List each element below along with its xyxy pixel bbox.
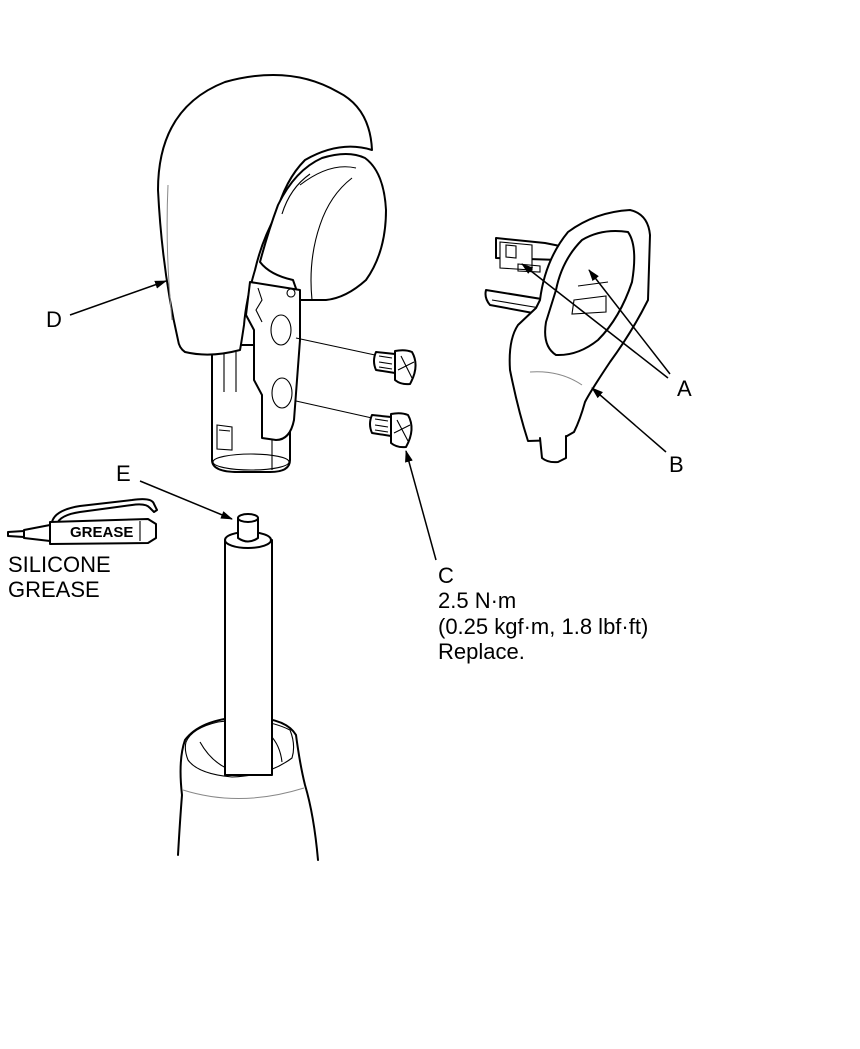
grease-label-line1: SILICONE [8, 552, 111, 577]
shift-lever [177, 513, 319, 861]
leader-d [69, 280, 167, 316]
replace-note: Replace. [438, 639, 525, 664]
callout-d: D [46, 307, 62, 332]
grease-label-line2: GREASE [8, 577, 100, 602]
torque-value: 2.5 N·m [438, 588, 516, 613]
screws [295, 337, 417, 449]
callout-e: E [116, 461, 131, 486]
callout-c: C [438, 563, 454, 588]
leader-b [591, 387, 667, 453]
screw-upper [373, 349, 417, 386]
shift-knob [157, 73, 387, 473]
leader-a-1 [521, 263, 669, 379]
shift-button [484, 209, 651, 464]
leader-c [405, 450, 437, 561]
callout-a: A [677, 376, 692, 401]
grease-tube-label: GREASE [70, 524, 133, 541]
screw-lower [369, 412, 413, 449]
leader-e [139, 480, 233, 520]
grease-tube-icon: GREASE [7, 498, 158, 545]
callout-b: B [669, 452, 684, 477]
torque-alt-units: (0.25 kgf·m, 1.8 lbf·ft) [438, 614, 648, 639]
leader-a-2 [588, 269, 671, 375]
